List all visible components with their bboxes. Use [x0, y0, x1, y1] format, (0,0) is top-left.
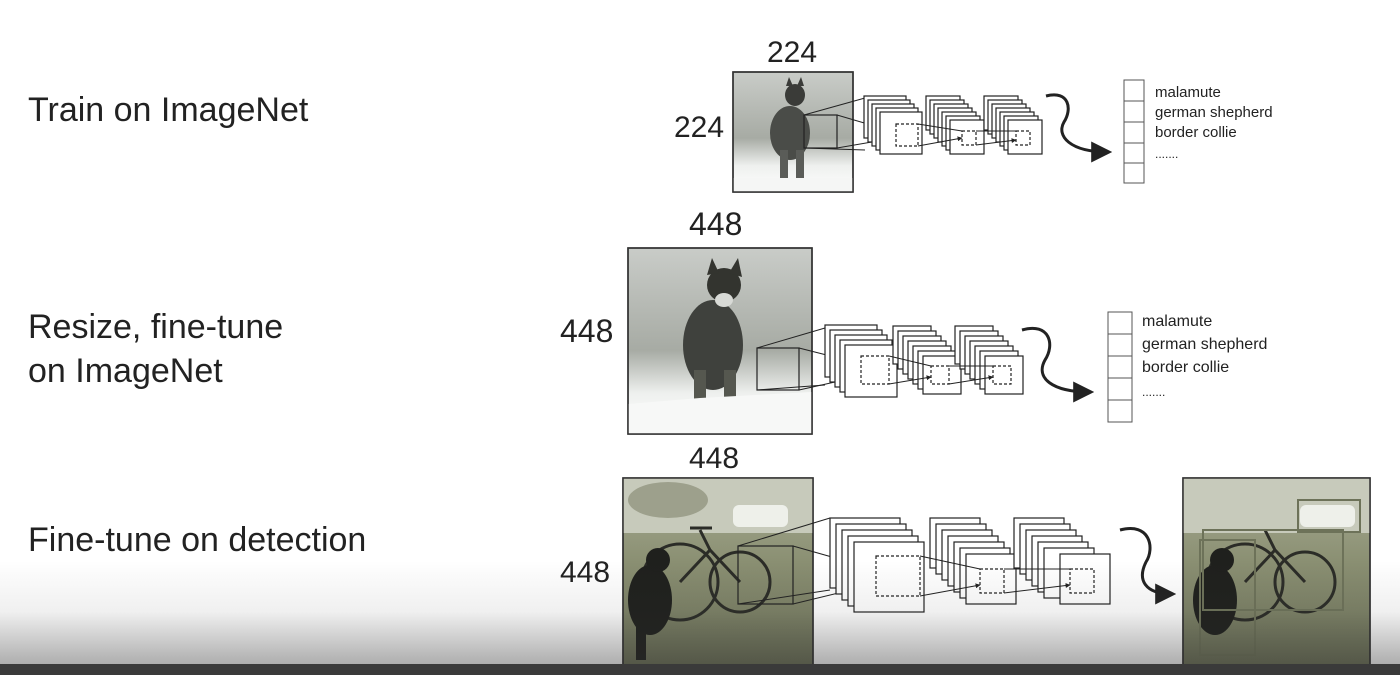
row-3-height-label: 448 [560, 556, 611, 589]
row-1-dog-image [732, 71, 854, 193]
row-1-conv-block-3 [983, 95, 1043, 155]
row-1-class-2: german shepherd [1155, 104, 1273, 121]
row-2-conv-block-1 [824, 324, 898, 398]
row-1-output-arrow [1045, 93, 1113, 163]
row-3-conv-block-1 [829, 517, 925, 613]
row-2-height-label: 448 [560, 313, 614, 349]
row-3-feature-connections [919, 555, 1071, 597]
row-1-height-label: 224 [674, 111, 725, 144]
row-3-width-label: 448 [689, 442, 740, 475]
row-3-label: Fine-tune on detection [28, 521, 367, 559]
row-1-class-3: border collie [1155, 124, 1237, 141]
row-2-class-3: border collie [1142, 359, 1230, 376]
row-3-street-image [622, 477, 814, 667]
row-2-conv-block-2 [892, 325, 962, 395]
row-2-class-4: ....... [1142, 385, 1166, 399]
row-1-label: Train on ImageNet [28, 91, 309, 129]
row-1-class-vector [1123, 79, 1145, 184]
row-2-class-vector [1107, 311, 1133, 423]
row-2-label: Resize, fine-tune on ImageNet [28, 308, 284, 390]
row-2-output-arrow [1021, 326, 1095, 403]
row-3-conv-block-3 [1013, 517, 1111, 605]
row-3-output-arrow [1119, 527, 1177, 605]
row-1-class-1: malamute [1155, 84, 1221, 101]
row-1-width-label: 224 [767, 36, 818, 69]
row-3-detection-output-image [1182, 477, 1371, 667]
row-1-conv-block-1 [863, 95, 923, 155]
row-2-class-2: german shepherd [1142, 336, 1268, 353]
row-2-feature-connections [888, 355, 994, 385]
row-2-class-1: malamute [1142, 313, 1213, 330]
row-1-feature-connections [917, 123, 1017, 147]
bottom-bar [0, 664, 1400, 675]
row-2-width-label: 448 [689, 206, 743, 242]
row-2-conv-block-3 [954, 325, 1024, 395]
row-1-class-4: ....... [1155, 147, 1179, 161]
row-1-conv-block-2 [925, 95, 985, 155]
row-2-dog-image [627, 247, 813, 435]
